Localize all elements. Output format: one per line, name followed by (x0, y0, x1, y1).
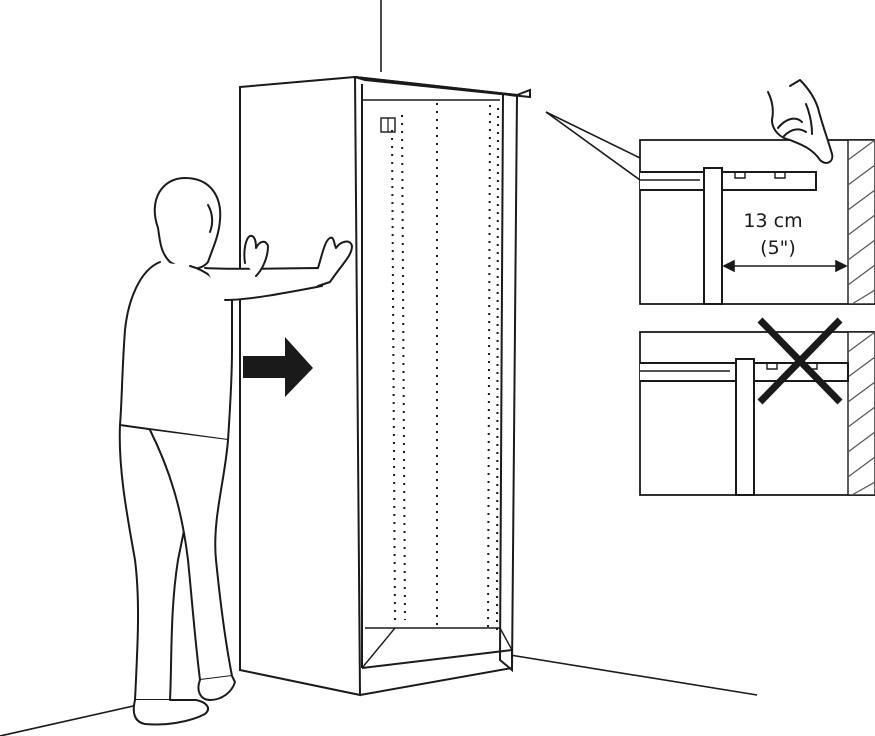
detail-panel-wrong (640, 320, 875, 495)
measurement-metric: 13 cm (743, 210, 802, 232)
wall-hatch-icon (848, 332, 875, 495)
measurement-imperial: (5") (760, 237, 796, 259)
wall-hatch-icon (848, 140, 875, 304)
wardrobe-frame (240, 77, 530, 695)
shelf-hole-rows (392, 103, 498, 630)
callout-pointer (546, 112, 640, 180)
detail-panel-correct: 13 cm (5") (640, 140, 875, 304)
